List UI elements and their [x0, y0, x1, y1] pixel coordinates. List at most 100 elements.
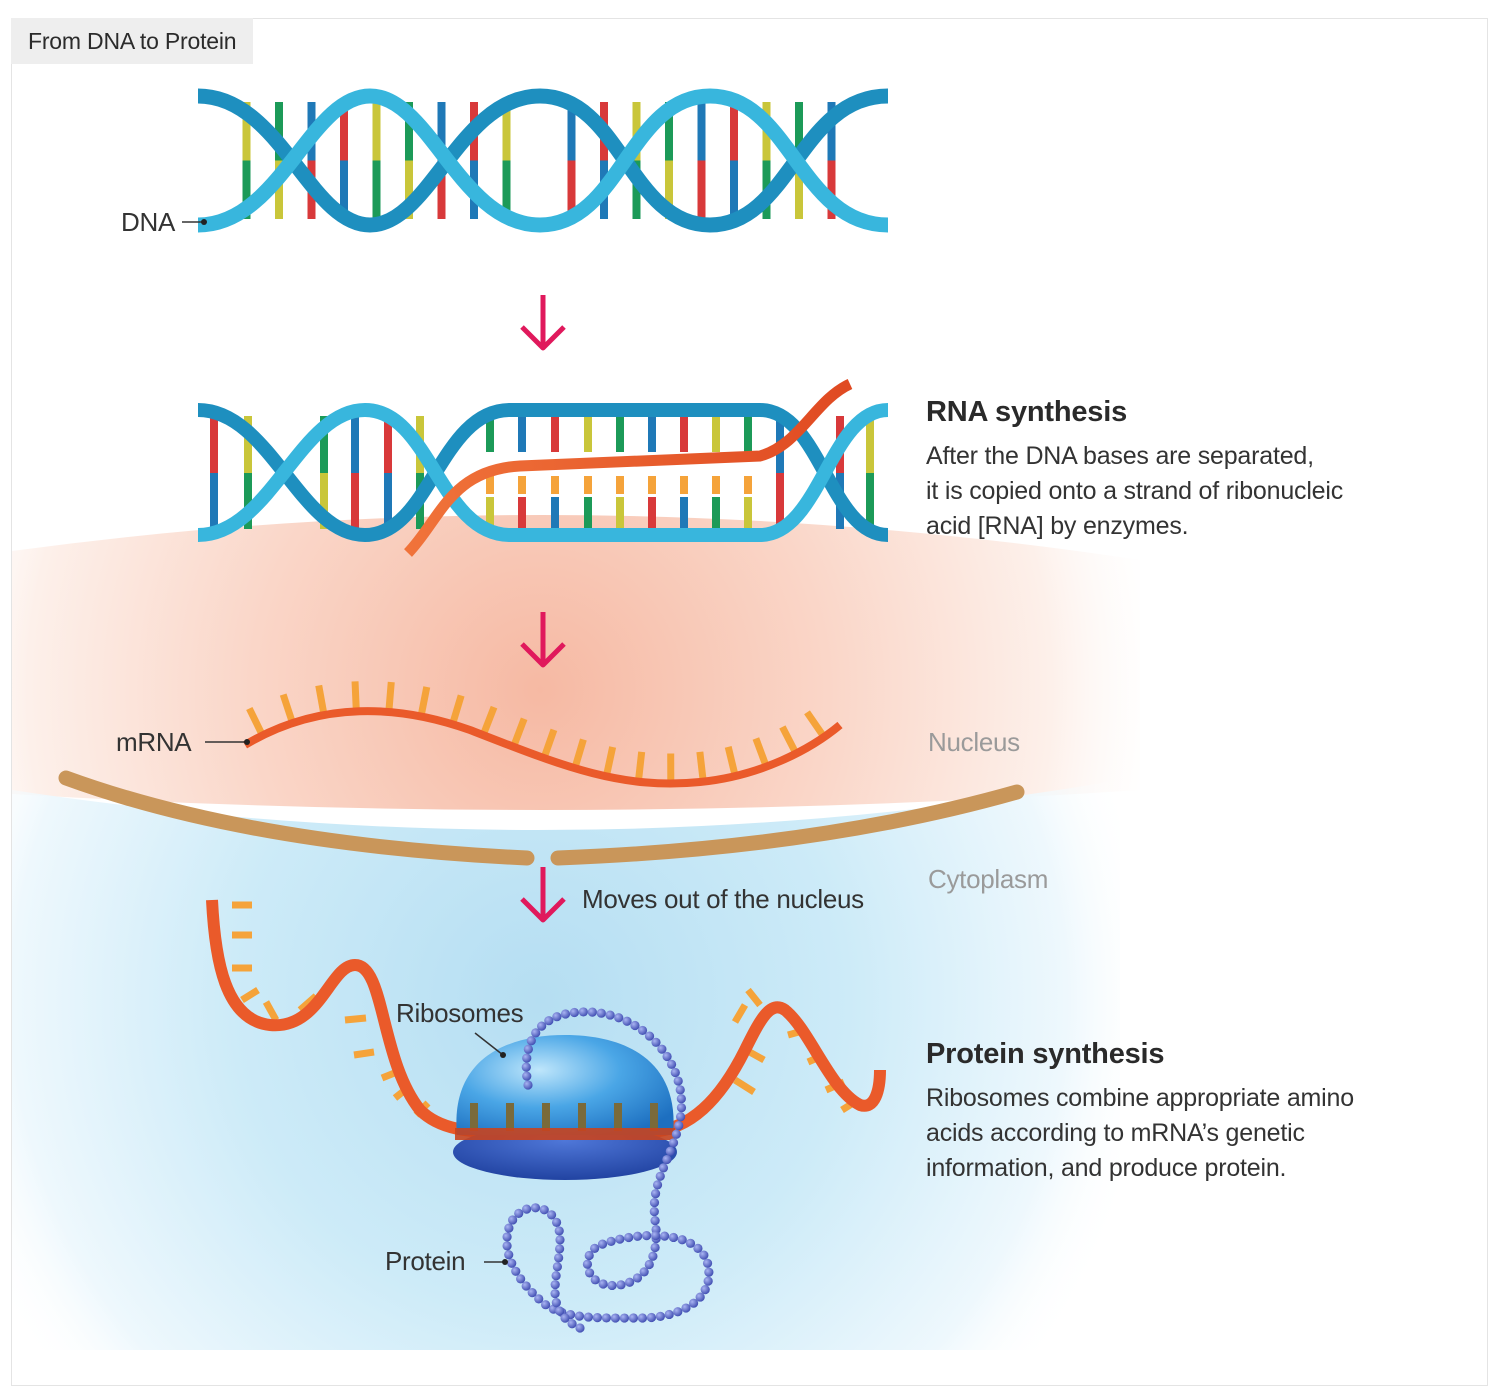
amino-acid-bead — [527, 1288, 537, 1298]
codon-base — [804, 710, 827, 740]
separated-base-bottom — [744, 497, 752, 529]
amino-acid-bead — [544, 1016, 554, 1026]
base-pair-bottom — [776, 473, 784, 529]
nuclear-membrane-right — [550, 784, 1025, 866]
codon-base — [246, 706, 266, 737]
ribosomes-label: Ribosomes — [396, 998, 524, 1028]
amino-acid-bead — [685, 1238, 696, 1248]
codon-base — [540, 728, 558, 760]
mrna-label: mRNA — [116, 727, 192, 757]
amino-acid-bead — [625, 1277, 635, 1287]
amino-acid-bead — [552, 1262, 562, 1272]
codon-base — [262, 1000, 280, 1022]
rna-base — [518, 476, 526, 494]
amino-acid-bead — [628, 1313, 639, 1323]
base-pair-bottom — [340, 160, 348, 219]
codon-base — [351, 681, 360, 712]
codon-base — [752, 737, 770, 768]
amino-acid-bead — [657, 1044, 667, 1054]
amino-acid-bead — [658, 1163, 669, 1173]
amino-acid-bead — [666, 1059, 677, 1069]
amino-acid-bead — [675, 1112, 686, 1122]
amino-acid-bead — [670, 1067, 680, 1078]
amino-acid-bead — [578, 1007, 588, 1017]
base-pair-bottom — [632, 160, 641, 219]
rna-base — [680, 476, 688, 494]
separated-base-top — [551, 416, 559, 452]
base-pair-bottom — [730, 160, 738, 219]
amino-acid-bead — [649, 1198, 660, 1208]
amino-acid-bead — [567, 1319, 577, 1329]
amino-acid-bead — [619, 1313, 630, 1323]
amino-acid-bead — [530, 1203, 541, 1213]
base-pair-bottom — [210, 473, 218, 529]
amino-acid-bead — [597, 1239, 608, 1249]
codon-base — [385, 681, 395, 713]
rna-new-strand — [403, 378, 853, 557]
rna-base — [712, 476, 720, 494]
codon-base — [724, 746, 739, 777]
amino-acid-bead — [526, 1036, 536, 1046]
codon-base — [449, 694, 465, 726]
amino-acid-bead — [648, 1251, 658, 1261]
rna-base — [584, 476, 592, 494]
amino-acid-bead — [677, 1235, 687, 1245]
base-pair-top — [795, 102, 803, 161]
cytoplasm-label: Cytoplasm — [928, 864, 1049, 894]
base-pair-top — [567, 102, 576, 161]
amino-acid-bead — [575, 1323, 585, 1333]
ribosome-mrna-band — [455, 1128, 675, 1140]
ribosome-pointer-dot — [500, 1052, 506, 1058]
amino-acid-bead — [539, 1205, 549, 1215]
amino-acid-bead — [688, 1298, 699, 1308]
amino-acid-bead — [644, 1259, 654, 1270]
amino-acid-bead — [584, 1268, 595, 1278]
amino-acid-bead — [673, 1307, 683, 1317]
amino-acid-bead — [582, 1259, 593, 1269]
amino-acid-bead — [676, 1103, 687, 1113]
base-pair-top — [827, 102, 836, 161]
amino-acid-chain — [502, 1007, 714, 1333]
amino-acid-bead — [574, 1311, 585, 1321]
amino-acid-bead — [610, 1313, 621, 1323]
amino-acid-bead — [522, 1204, 532, 1214]
codon-base — [344, 1014, 367, 1024]
amino-acid-bead — [606, 1236, 616, 1246]
dna-pointer-dot — [201, 219, 207, 225]
base-pair-top — [502, 102, 511, 161]
amino-acid-bead — [615, 1234, 625, 1244]
ribosome-pointer-line — [474, 1032, 504, 1056]
amino-acid-bead — [703, 1276, 713, 1286]
amino-acid-bead — [601, 1313, 612, 1323]
base-pair-bottom — [372, 160, 381, 219]
base-pair-bottom — [697, 160, 706, 219]
rna-desc-line-1: After the DNA bases are separated, — [926, 442, 1314, 470]
anticodon — [614, 1103, 622, 1131]
amino-acid-bead — [554, 1253, 564, 1263]
amino-acid-bead — [668, 1138, 679, 1148]
base-pair-top — [697, 102, 706, 161]
amino-acid-bead — [590, 1243, 600, 1253]
base-pair-top — [730, 102, 738, 161]
amino-acid-bead — [699, 1250, 709, 1260]
separated-base-bottom — [616, 497, 624, 529]
base-pair-top — [372, 102, 381, 161]
amino-acid-bead — [555, 1306, 565, 1316]
base-pair-top — [244, 416, 252, 473]
amino-acid-bead — [537, 1021, 547, 1031]
base-pair-bottom — [866, 473, 874, 529]
amino-acid-bead — [668, 1232, 679, 1243]
amino-acid-bead — [655, 1171, 665, 1181]
amino-acid-bead — [551, 1271, 561, 1281]
amino-acid-bead — [521, 1062, 531, 1072]
base-pair-top — [242, 102, 251, 161]
amino-acid-bead — [541, 1300, 551, 1310]
amino-acid-bead — [587, 1007, 597, 1017]
diagram-title: From DNA to Protein — [11, 18, 254, 64]
codon-base — [634, 751, 646, 783]
diagram-canvas — [12, 88, 1140, 1350]
protein-label: Protein — [385, 1246, 466, 1276]
amino-acid-bead — [704, 1267, 714, 1277]
amino-acid-bead — [584, 1250, 594, 1261]
base-pair-top — [351, 416, 359, 473]
